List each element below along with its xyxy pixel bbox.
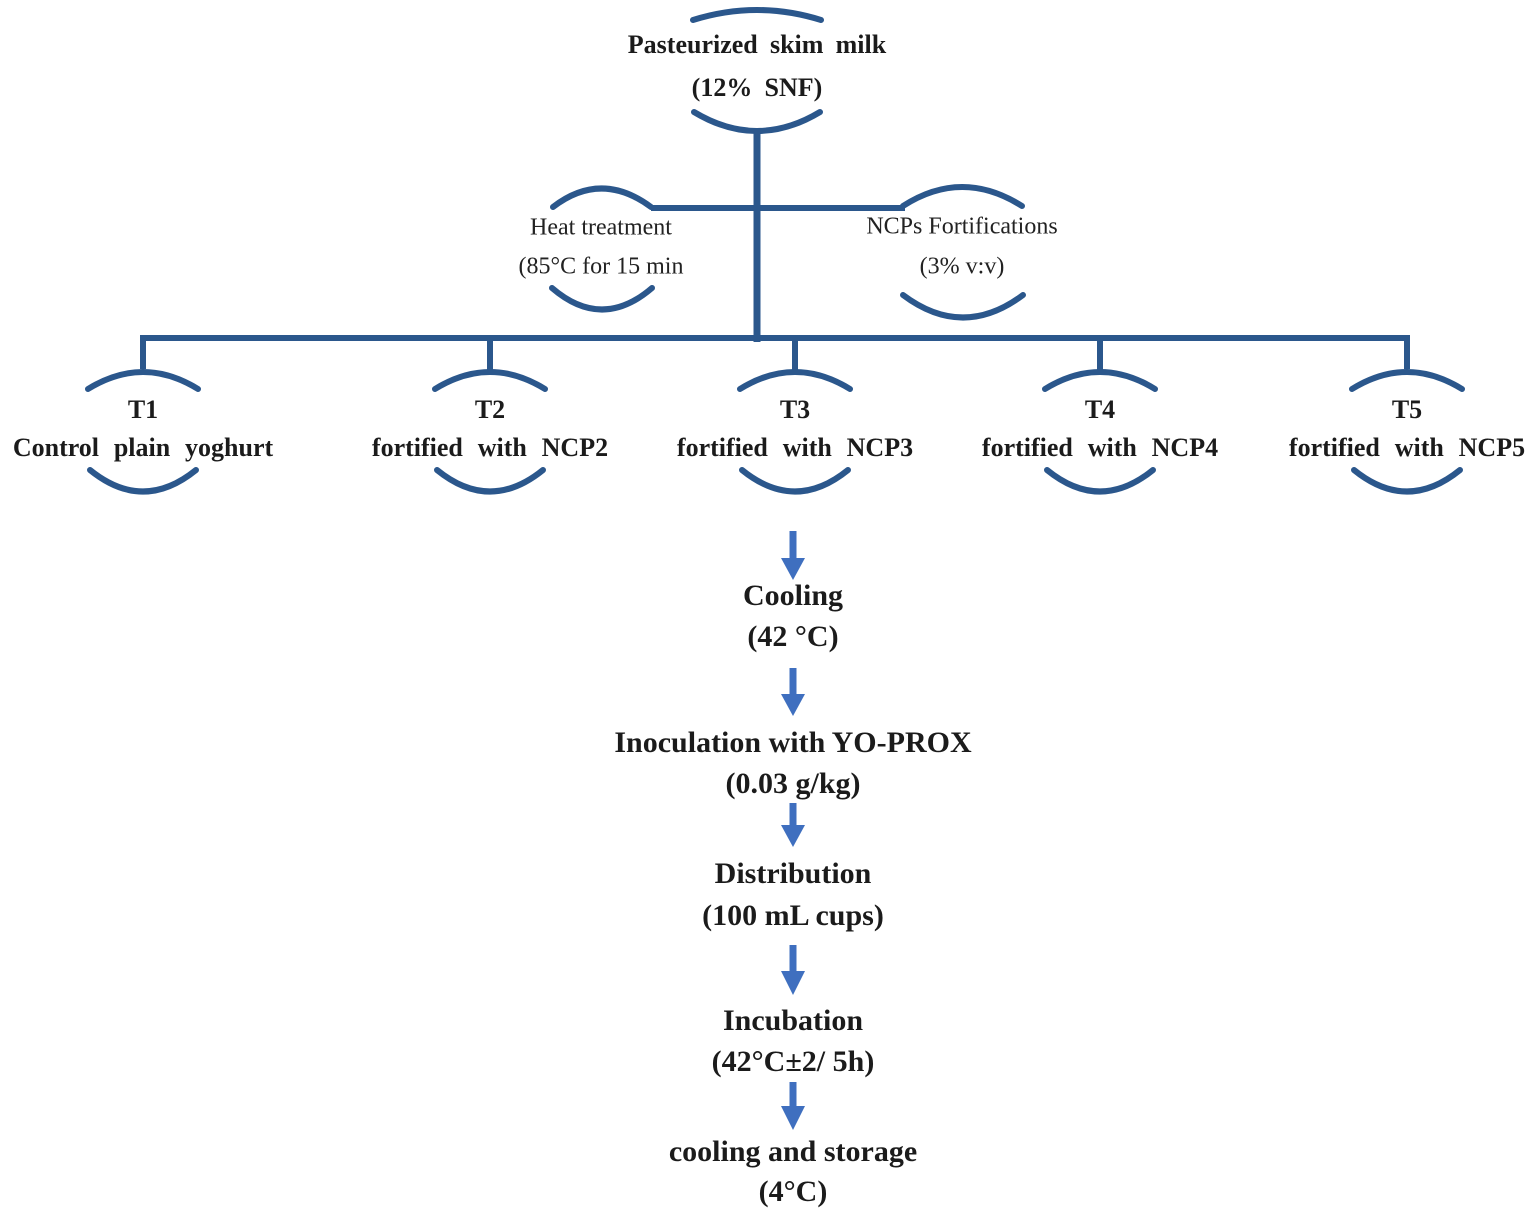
- process-step-name: Inoculation with YO-PROX: [614, 726, 972, 759]
- fortification-node-subtitle: (3% v:v): [919, 253, 1005, 280]
- fortification-node-title: NCPs Fortifications: [866, 213, 1058, 240]
- down-arrow-icon: [781, 803, 805, 847]
- treatment-node-desc: fortified with NCP5: [1288, 433, 1526, 462]
- treatment-node-desc: fortified with NCP3: [676, 433, 914, 462]
- treatment-node-code: T5: [1391, 395, 1423, 424]
- fortification-node-arcs: [900, 184, 1026, 321]
- process-step-detail: (4°C): [758, 1175, 828, 1208]
- root-node-subtitle: (12% SNF): [691, 73, 823, 102]
- t4-node-arcs: [1042, 369, 1158, 495]
- process-step-name: Cooling: [742, 579, 844, 612]
- down-arrow-icon: [781, 531, 805, 580]
- process-step-name: cooling and storage: [668, 1135, 918, 1168]
- root-node-arcs: [690, 7, 824, 134]
- heat-node-subtitle: (85°C for 15 min: [518, 253, 684, 280]
- treatment-node-code: T4: [1084, 395, 1116, 424]
- treatment-node-desc: fortified with NCP4: [981, 433, 1219, 462]
- heat-node-arcs: [549, 185, 655, 313]
- down-arrow-icon: [781, 1082, 805, 1130]
- down-arrow-icon: [781, 668, 805, 716]
- process-step-detail: (42 °C): [747, 620, 839, 653]
- t1-node-arcs: [85, 369, 201, 495]
- treatment-node-code: T2: [474, 395, 506, 424]
- process-step-name: Distribution: [714, 857, 872, 890]
- t3-node-arcs: [737, 369, 853, 495]
- heat-node-title: Heat treatment: [530, 214, 672, 241]
- treatment-node-desc: fortified with NCP2: [371, 433, 609, 462]
- t2-node-arcs: [432, 369, 548, 495]
- process-step-name: Incubation: [722, 1004, 864, 1037]
- down-arrow-icon: [781, 945, 805, 995]
- t5-node-arcs: [1349, 369, 1465, 495]
- process-step-detail: (100 mL cups): [702, 899, 884, 932]
- treatment-node-code: T3: [779, 395, 811, 424]
- root-node-title: Pasteurized skim milk: [627, 30, 887, 59]
- treatment-branch-line: [140, 335, 1410, 369]
- treatment-node-desc: Control plain yoghurt: [12, 433, 274, 462]
- treatment-node-code: T1: [127, 395, 159, 424]
- process-step-detail: (42°C±2/ 5h): [711, 1045, 875, 1078]
- process-step-detail: (0.03 g/kg): [725, 767, 861, 800]
